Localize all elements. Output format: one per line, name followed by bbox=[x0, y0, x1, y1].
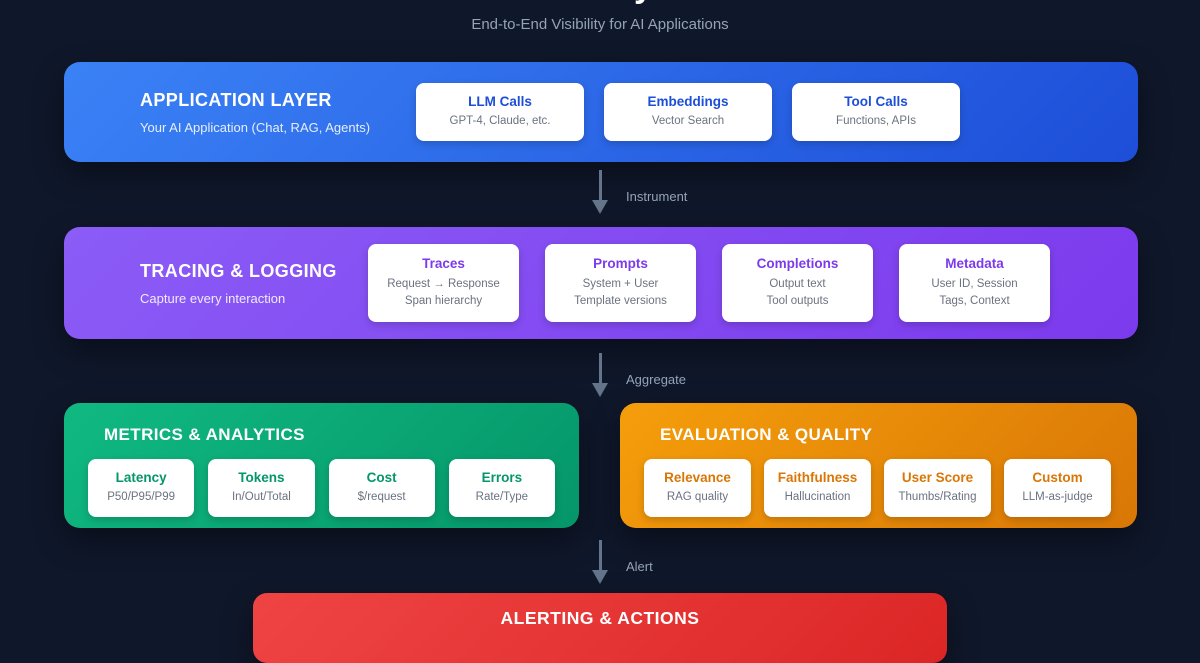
card-line: P50/P95/P99 bbox=[107, 491, 176, 504]
tracing-layer-subtitle: Capture every interaction bbox=[140, 290, 286, 306]
card-line: Output text bbox=[769, 278, 826, 291]
arrow-label-instrument: Instrument bbox=[626, 189, 688, 204]
flow-arrow-alert: Alert bbox=[584, 540, 653, 586]
tracing-cards: Traces Request → Response Span hierarchy… bbox=[368, 244, 1050, 322]
card-title: Tokens bbox=[238, 470, 285, 486]
card-line: Hallucination bbox=[784, 491, 851, 504]
metrics-box: METRICS & ANALYTICS Latency P50/P95/P99 … bbox=[64, 403, 579, 528]
card-line: In/Out/Total bbox=[231, 491, 291, 504]
evaluation-cards: Relevance RAG quality Faithfulness Hallu… bbox=[644, 459, 1113, 517]
card-line: Request → Response bbox=[387, 278, 500, 291]
down-arrow-head-icon bbox=[592, 383, 608, 397]
card-relevance: Relevance RAG quality bbox=[644, 459, 751, 517]
card-line: System + User bbox=[582, 278, 659, 291]
arrow-label-alert: Alert bbox=[626, 559, 653, 574]
card-title: User Score bbox=[901, 470, 974, 486]
tracing-layer-title: TRACING & LOGGING bbox=[140, 260, 337, 281]
card-title: Embeddings bbox=[647, 94, 729, 110]
metrics-cards: Latency P50/P95/P99 Tokens In/Out/Total … bbox=[88, 459, 555, 517]
card-title: Traces bbox=[422, 256, 465, 272]
down-arrow-head-icon bbox=[592, 570, 608, 584]
application-layer-title: APPLICATION LAYER bbox=[140, 89, 332, 110]
card-line: RAG quality bbox=[666, 491, 729, 504]
card-title: Custom bbox=[1032, 470, 1083, 486]
alerting-box: ALERTING & ACTIONS bbox=[253, 593, 947, 663]
card-title: Metadata bbox=[945, 256, 1004, 272]
evaluation-title: EVALUATION & QUALITY bbox=[660, 425, 873, 444]
card-completions: Completions Output text Tool outputs bbox=[722, 244, 873, 322]
card-line: Vector Search bbox=[651, 115, 725, 128]
card-tool-calls: Tool Calls Functions, APIs bbox=[792, 83, 960, 141]
flow-arrow-instrument: Instrument bbox=[584, 170, 687, 216]
card-line: GPT-4, Claude, etc. bbox=[449, 115, 551, 128]
card-line: $/request bbox=[357, 491, 406, 504]
card-user-score: User Score Thumbs/Rating bbox=[884, 459, 991, 517]
application-layer-subtitle: Your AI Application (Chat, RAG, Agents) bbox=[140, 119, 371, 135]
page-title-cutoff: y bbox=[634, 0, 653, 7]
card-line: LLM-as-judge bbox=[1022, 491, 1093, 504]
page-subtitle: End-to-End Visibility for AI Application… bbox=[471, 16, 729, 33]
card-tokens: Tokens In/Out/Total bbox=[208, 459, 315, 517]
down-arrow-icon bbox=[598, 540, 602, 570]
alerting-title: ALERTING & ACTIONS bbox=[500, 608, 700, 628]
card-line: Span hierarchy bbox=[404, 295, 483, 307]
card-line: User ID, Session bbox=[931, 278, 1018, 291]
card-errors: Errors Rate/Type bbox=[448, 459, 555, 517]
card-llm-calls: LLM Calls GPT-4, Claude, etc. bbox=[416, 83, 584, 141]
tracing-layer-box: TRACING & LOGGING Capture every interact… bbox=[64, 227, 1138, 339]
card-line: Template versions bbox=[574, 295, 667, 307]
card-faithfulness: Faithfulness Hallucination bbox=[764, 459, 871, 517]
tracing-layer-label: TRACING & LOGGING Capture every interact… bbox=[64, 261, 368, 306]
card-title: Completions bbox=[756, 256, 839, 272]
card-title: LLM Calls bbox=[468, 94, 532, 110]
card-title: Errors bbox=[481, 470, 523, 486]
card-title: Prompts bbox=[593, 256, 648, 272]
evaluation-box: EVALUATION & QUALITY Relevance RAG quali… bbox=[620, 403, 1137, 528]
arrow-label-aggregate: Aggregate bbox=[626, 372, 686, 387]
metrics-title: METRICS & ANALYTICS bbox=[104, 425, 305, 444]
card-title: Relevance bbox=[664, 470, 731, 486]
application-layer-label: APPLICATION LAYER Your AI Application (C… bbox=[64, 90, 416, 135]
card-prompts: Prompts System + User Template versions bbox=[545, 244, 696, 322]
down-arrow-icon bbox=[598, 353, 602, 383]
card-title: Cost bbox=[366, 470, 397, 486]
card-line: Tags, Context bbox=[939, 295, 1010, 307]
card-title: Latency bbox=[115, 470, 167, 486]
card-traces: Traces Request → Response Span hierarchy bbox=[368, 244, 519, 322]
card-line: Tool outputs bbox=[766, 295, 829, 307]
card-line: Rate/Type bbox=[475, 491, 529, 504]
card-line: Thumbs/Rating bbox=[898, 491, 977, 504]
card-metadata: Metadata User ID, Session Tags, Context bbox=[899, 244, 1050, 322]
flow-arrow-aggregate: Aggregate bbox=[584, 353, 686, 399]
down-arrow-head-icon bbox=[592, 200, 608, 214]
down-arrow-icon bbox=[598, 170, 602, 200]
application-layer-box: APPLICATION LAYER Your AI Application (C… bbox=[64, 62, 1138, 162]
card-title: Tool Calls bbox=[844, 94, 908, 110]
card-latency: Latency P50/P95/P99 bbox=[88, 459, 195, 517]
card-cost: Cost $/request bbox=[328, 459, 435, 517]
card-embeddings: Embeddings Vector Search bbox=[604, 83, 772, 141]
card-custom: Custom LLM-as-judge bbox=[1004, 459, 1111, 517]
application-cards: LLM Calls GPT-4, Claude, etc. Embeddings… bbox=[416, 83, 960, 141]
card-title: Faithfulness bbox=[777, 470, 858, 486]
card-line: Functions, APIs bbox=[836, 115, 916, 128]
